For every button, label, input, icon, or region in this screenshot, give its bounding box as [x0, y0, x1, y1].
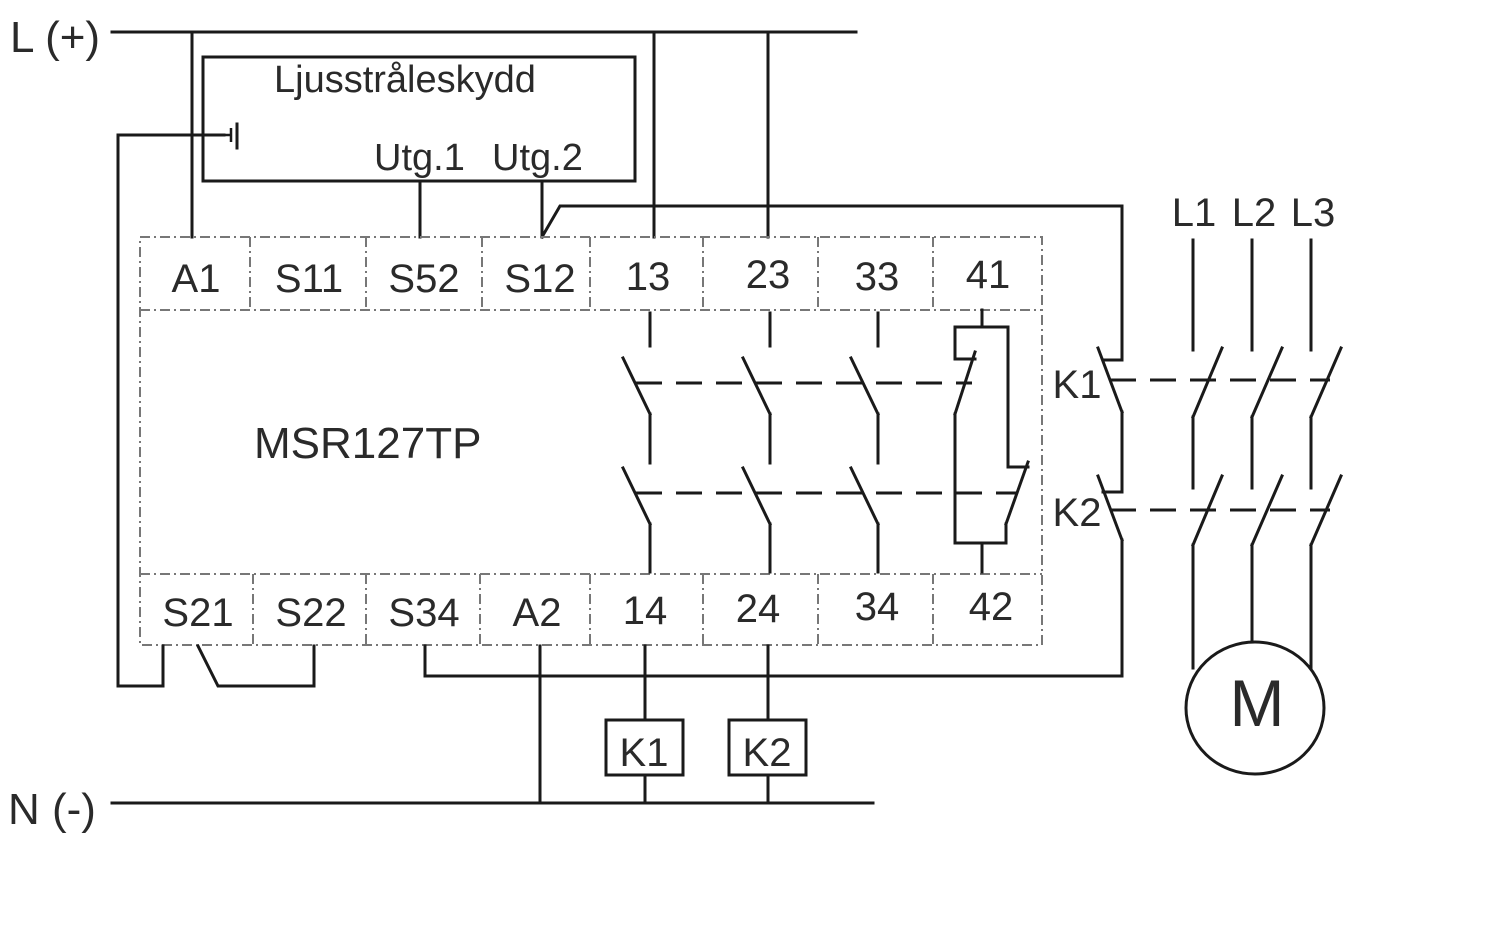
contact-33-34 [848, 311, 881, 574]
wire-s12-feedback [539, 204, 1124, 362]
terminal-s12: S12 [504, 257, 575, 301]
terminal-a2: A2 [513, 591, 562, 635]
terminal-s11: S11 [275, 257, 343, 301]
contact-23-24 [740, 311, 773, 574]
phase-l1 [1191, 238, 1224, 670]
phase-l2 [1250, 238, 1284, 643]
wire-s34-feedback [423, 558, 1124, 678]
feedback-contact-k1: K1 [1053, 346, 1124, 490]
phase-l1-label: L1 [1172, 191, 1217, 235]
negative-supply-label: N (-) [8, 785, 96, 834]
positive-supply-label: L (+) [10, 13, 100, 62]
terminal-41: 41 [966, 253, 1011, 297]
phase-l2-label: L2 [1232, 191, 1277, 235]
terminal-24: 24 [736, 587, 781, 631]
terminal-s21: S21 [162, 591, 233, 635]
feedback-k1-label: K1 [1053, 363, 1102, 407]
ground-icon [224, 122, 239, 150]
light-curtain-title: Ljusstråleskydd [274, 59, 536, 101]
coil-k1: K1 [604, 718, 685, 777]
terminal-s52: S52 [388, 257, 459, 301]
terminal-14: 14 [623, 589, 668, 633]
terminal-a1: A1 [172, 257, 221, 301]
relay-outline [139, 236, 1043, 646]
terminal-34: 34 [855, 585, 900, 629]
feedback-contact-k2: K2 [1053, 474, 1124, 562]
contact-13-14 [620, 311, 653, 574]
coil-k2-label: K2 [743, 731, 792, 775]
coil-k1-label: K1 [620, 731, 669, 775]
motor: M [1184, 640, 1326, 776]
phase-l3 [1309, 238, 1343, 670]
contact-41-42 [953, 308, 1030, 574]
coil-k2: K2 [727, 718, 808, 777]
terminal-42: 42 [969, 585, 1014, 629]
terminal-s22: S22 [275, 591, 346, 635]
terminal-13: 13 [626, 255, 671, 299]
output2-label: Utg.2 [492, 137, 583, 179]
light-curtain: Ljusstråleskydd Utg.1 Utg.2 [201, 55, 637, 183]
output1-label: Utg.1 [374, 137, 465, 179]
terminal-23: 23 [746, 253, 791, 297]
terminal-33: 33 [855, 255, 900, 299]
relay-model-label: MSR127TP [254, 419, 481, 468]
motor-label: M [1230, 666, 1285, 740]
wire-s21-s22-bridge [195, 643, 316, 688]
terminal-s34: S34 [388, 591, 459, 635]
safety-relay: MSR127TP A1 S11 S52 S12 13 23 33 41 S21 … [139, 236, 1043, 646]
feedback-k2-label: K2 [1053, 491, 1102, 535]
phase-l3-label: L3 [1291, 191, 1336, 235]
